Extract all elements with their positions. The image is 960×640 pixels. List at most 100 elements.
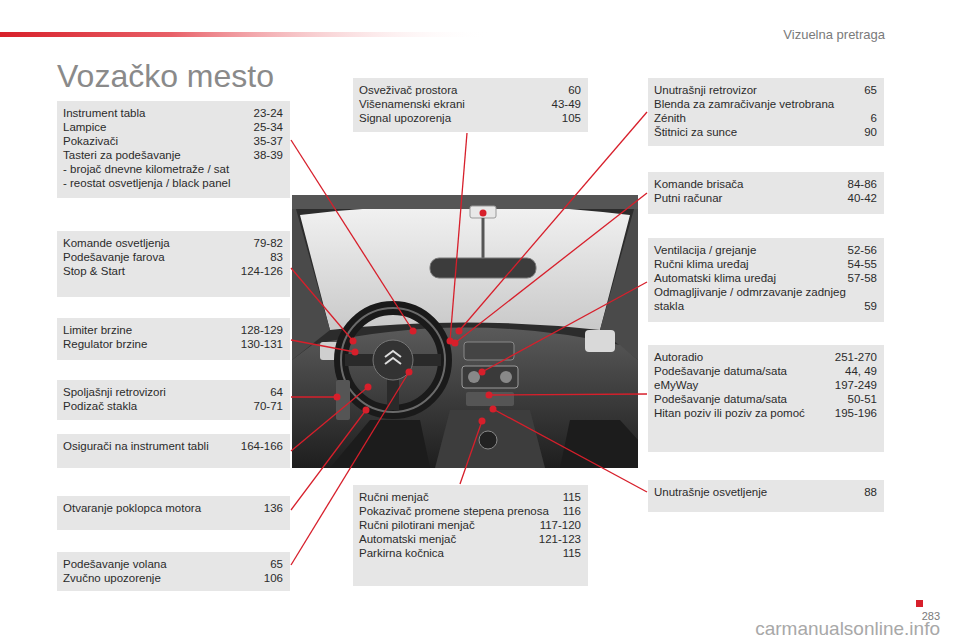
- index-row: Podešavanje farova83: [63, 250, 283, 264]
- index-row: Parkirna kočnica115: [359, 546, 581, 560]
- page-ref: 50-51: [848, 392, 877, 406]
- item-name: Zvučno upozorenje: [63, 571, 264, 585]
- dashboard-photo: [292, 195, 638, 468]
- item-name: Odmagljivanje / odmrzavanje zadnjeg stak…: [654, 285, 864, 313]
- item-name: Signal upozorenja: [359, 111, 562, 125]
- item-name: Ventilacija / grejanje: [654, 243, 848, 257]
- item-name: Regulator brzine: [63, 337, 241, 351]
- callout-box: Podešavanje volana65Zvučno upozorenje106: [57, 552, 290, 591]
- callout-box: Otvaranje poklopca motora136: [57, 496, 290, 530]
- index-row: Podešavanje volana65: [63, 557, 283, 571]
- index-row: Osveživač prostora60: [359, 83, 581, 97]
- callout-box: Ventilacija / grejanje52-56Ručni klima u…: [648, 238, 884, 322]
- index-row: Ventilacija / grejanje52-56: [654, 243, 877, 257]
- index-row: Osigurači na instrument tabli164-166: [63, 439, 283, 453]
- page-ref: 54-55: [848, 257, 877, 271]
- item-name: Automatski menjač: [359, 532, 539, 546]
- page-ref: 83: [270, 250, 283, 264]
- item-name: Hitan poziv ili poziv za pomoć: [654, 406, 835, 420]
- watermark: carmanualsonline.info: [755, 618, 940, 640]
- item-name: Ručni menjač: [359, 490, 563, 504]
- callout-box: Limiter brzine128-129Regulator brzine130…: [57, 318, 290, 360]
- page-ref: 105: [562, 111, 581, 125]
- index-row: eMyWay197-249: [654, 378, 877, 392]
- page-ref: 6: [871, 111, 877, 125]
- item-name: Podešavanje datuma/sata: [654, 392, 848, 406]
- item-name: Spoljašnji retrovizori: [63, 385, 270, 399]
- index-row: Lampice25-34: [63, 120, 283, 134]
- page-ref: 251-270: [835, 350, 877, 364]
- page-ref: 65: [864, 83, 877, 97]
- index-row: Komande brisača84-86: [654, 177, 877, 191]
- index-row: Ručni klima uređaj54-55: [654, 257, 877, 271]
- index-row: Podizač stakla70-71: [63, 399, 283, 413]
- section-header: Vizuelna pretraga: [783, 27, 885, 42]
- item-name: Komande osvetljenja: [63, 236, 254, 250]
- index-row: Stop & Start124-126: [63, 264, 283, 278]
- item-name: Podešavanje volana: [63, 557, 270, 571]
- index-row: Ručni menjač115: [359, 490, 581, 504]
- index-row: Unutrašnje osvetljenje88: [654, 485, 877, 499]
- page-ref: 40-42: [848, 191, 877, 205]
- callout-box: Unutrašnje osvetljenje88: [648, 480, 884, 512]
- item-name: Pokazivač promene stepena prenosa: [359, 504, 563, 518]
- item-name: Lampice: [63, 120, 254, 134]
- callout-box: Ručni menjač115Pokazivač promene stepena…: [353, 485, 588, 586]
- page-ref: 90: [864, 125, 877, 139]
- page-ref: 65: [270, 557, 283, 571]
- item-name: Stop & Start: [63, 264, 241, 278]
- index-row: Regulator brzine130-131: [63, 337, 283, 351]
- item-name: Pokazivači: [63, 134, 254, 148]
- index-row: Komande osvetljenja79-82: [63, 236, 283, 250]
- callout-box: Osigurači na instrument tabli164-166: [57, 434, 290, 468]
- item-name: Limiter brzine: [63, 323, 241, 337]
- header-bar: [0, 32, 490, 37]
- page-ref: 64: [270, 385, 283, 399]
- page-ref: 124-126: [241, 264, 283, 278]
- item-name: Unutrašnje osvetljenje: [654, 485, 864, 499]
- item-name: Tasteri za podešavanje: [63, 148, 254, 162]
- item-name: Unutrašnji retrovizor: [654, 83, 864, 97]
- sub-item: - brojač dnevne kilometraže / sat: [63, 162, 283, 176]
- page-ref: 128-129: [241, 323, 283, 337]
- callout-box: Instrument tabla23-24Lampice25-34Pokaziv…: [57, 101, 290, 198]
- index-row: Autoradio251-270: [654, 350, 877, 364]
- index-row: Pokazivač promene stepena prenosa116: [359, 504, 581, 518]
- index-row: Višenamenski ekrani43-49: [359, 97, 581, 111]
- item-name: Putni računar: [654, 191, 848, 205]
- page-ref: 136: [264, 501, 283, 515]
- index-row: Automatski klima uređaj57-58: [654, 271, 877, 285]
- index-row: Štitnici za sunce90: [654, 125, 877, 139]
- item-name: Ručni pilotirani menjač: [359, 518, 540, 532]
- index-row: Odmagljivanje / odmrzavanje zadnjeg stak…: [654, 285, 877, 313]
- page-ref: 52-56: [848, 243, 877, 257]
- index-row: Otvaranje poklopca motora136: [63, 501, 283, 515]
- callout-box: Komande brisača84-86Putni računar40-42: [648, 172, 884, 214]
- item-name: Višenamenski ekrani: [359, 97, 552, 111]
- page-ref: 115: [563, 490, 581, 504]
- sub-item: - reostat osvetljenja / black panel: [63, 176, 283, 190]
- page-ref: 59: [864, 299, 877, 313]
- item-name: Osigurači na instrument tabli: [63, 439, 241, 453]
- item-name: Autoradio: [654, 350, 835, 364]
- page-ref: 195-196: [835, 406, 877, 420]
- item-name: Parkirna kočnica: [359, 546, 563, 560]
- index-row: Automatski menjač121-123: [359, 532, 581, 546]
- item-name: Komande brisača: [654, 177, 848, 191]
- index-row: Unutrašnji retrovizor65: [654, 83, 877, 97]
- page-ref: 88: [864, 485, 877, 499]
- index-row: Instrument tabla23-24: [63, 106, 283, 120]
- page-ref: 57-58: [848, 271, 877, 285]
- page-ref: 23-24: [254, 106, 283, 120]
- page-title: Vozačko mesto: [57, 58, 274, 95]
- callout-box: Spoljašnji retrovizori64Podizač stakla70…: [57, 380, 290, 420]
- page-ref: 197-249: [835, 378, 877, 392]
- page-ref: 115: [563, 546, 581, 560]
- page-ref: 70-71: [254, 399, 283, 413]
- item-name: Blenda za zamračivanje vetrobrana Zénith: [654, 97, 871, 125]
- page-ref: 79-82: [254, 236, 283, 250]
- item-name: Otvaranje poklopca motora: [63, 501, 264, 515]
- page-ref: 106: [264, 571, 283, 585]
- callout-box: Komande osvetljenja79-82Podešavanje faro…: [57, 231, 290, 297]
- callout-dots: [334, 210, 497, 425]
